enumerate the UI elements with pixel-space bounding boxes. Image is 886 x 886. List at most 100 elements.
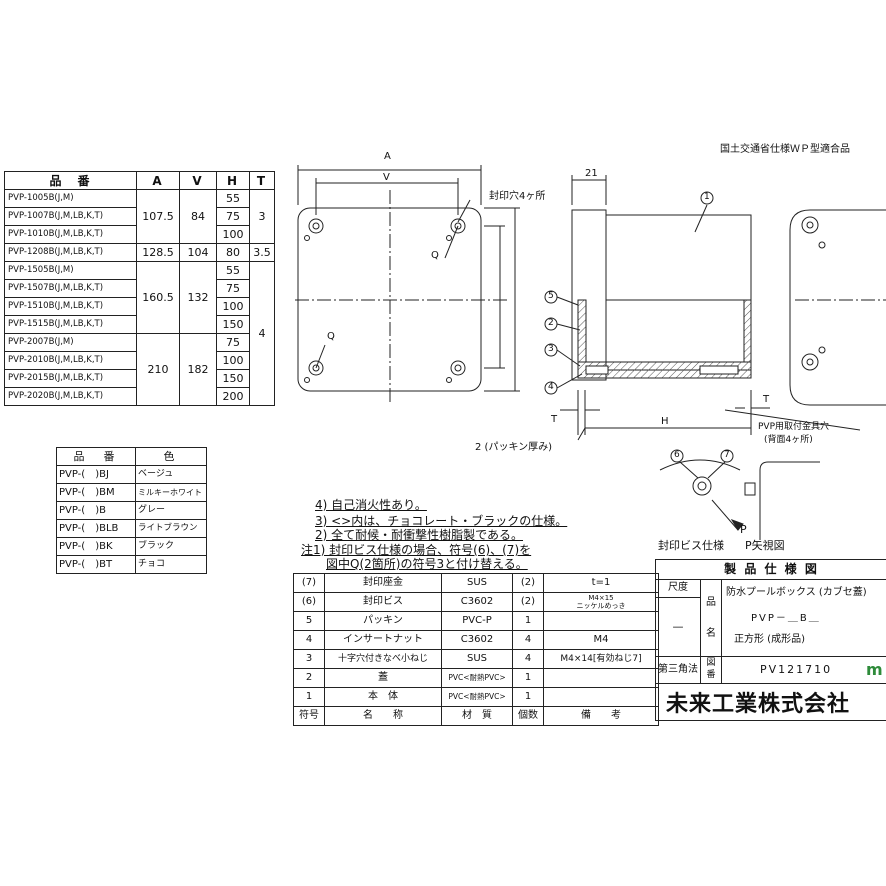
header-no: 符号 [293,706,325,726]
standard-note: 国土交通省仕様ＷＰ型適合品 [720,144,850,155]
t-cell: 3 [249,189,275,244]
part-name: インサートナット [324,630,442,650]
part-qty: (2) [512,592,544,612]
scale-value: — [656,598,701,656]
dim-a-label: A [384,151,391,162]
callout-5: 5 [548,291,554,301]
q-label-bottom: Q [327,331,335,342]
name-label-1: 品 [706,597,716,608]
lid-outline [571,209,607,381]
dim-h-label: H [661,416,669,427]
technical-drawing [295,165,886,540]
v-cell: 182 [179,333,217,406]
company-name: 未来工業株式会社 [666,692,851,717]
table-row: PVP-1510B(J,M,LB,K,T) 100 [4,297,275,316]
part-material: C3602 [441,630,513,650]
part-remark [543,668,659,688]
table-row: PVP-2015B(J,M,LB,K,T) 150 [4,369,275,388]
p-arrow-label: P [740,523,747,536]
header-material: 材 質 [441,706,513,726]
part-remark-line1: M4×15 [588,594,614,602]
table-row: PVP-1505B(J,M) 160.5 132 55 4 [4,261,275,406]
table-row: 5 パッキン PVC-P 1 [293,611,659,631]
part-no: (6) [293,592,325,612]
table-row: PVP-1007B(J,M,LB,K,T) 75 [4,207,275,226]
part-no: 5 [293,611,325,631]
part-qty: 1 [512,687,544,707]
part-remark: M4 [543,630,659,650]
note-1-cont: 図中Q(2箇所)の符号3と付け替える。 [326,557,528,571]
note-2: 2) 全て耐候・耐衝撃性樹脂製である。 [315,528,524,542]
drawing-no-label-2: 番 [706,670,716,680]
color-table-header: 品 番 色 [56,447,207,466]
t-cell: 4 [249,261,275,406]
part-qty: 4 [512,649,544,669]
scale-label: 尺度 [656,579,701,598]
callout-6: 6 [674,450,680,460]
part-material: PVC<耐熱PVC> [441,687,513,707]
model-cell: PVP-2020B(J,M,LB,K,T) [4,387,137,406]
part-material: SUS [441,573,513,593]
dimension-table: 品 番 A V H T PVP-1005B(J,M) 107.5 84 55 3… [4,171,275,406]
product-shape: 正方形 (成形品) [734,634,805,645]
screw-hole [308,218,466,376]
part-no: (7) [293,573,325,593]
note-3: 3) <>内は、チョコレート・ブラックの仕様。 [315,514,568,528]
callout-2: 2 [548,318,554,328]
h-cell: 200 [216,387,250,406]
drawing-number: PV121710 [760,663,833,676]
a-cell: 107.5 [136,189,180,244]
part-remark [543,687,659,707]
part-name: 十字穴付きなべ小ねじ [324,649,442,669]
drawing-no-label: 図 番 [701,657,722,683]
header-remark: 備 考 [543,706,659,726]
parts-table: (7) 封印座金 SUS (2) t=1 (6) 封印ビス C3602 (2) … [293,573,659,726]
part-name: パッキン [324,611,442,631]
part-material: C3602 [441,592,513,612]
table-row: 4 インサートナット C3602 4 M4 [293,630,659,650]
body-outline [605,214,752,371]
p-view-caption: P矢視図 [745,539,785,552]
part-name: 封印座金 [324,573,442,593]
part-qty: 1 [512,668,544,688]
name-label-2: 名 [706,628,716,639]
q-label-top: Q [431,250,439,261]
dim-t-left-label: T [551,414,558,425]
table-row: PVP-1515B(J,M,LB,K,T) 150 [4,315,275,334]
product-code: PVP－＿B＿ [751,613,821,624]
part-name: 蓋 [324,668,442,688]
callout-3: 3 [548,344,554,354]
mount-hole-label-2: (背面4ヶ所) [764,435,813,445]
drawing-no-label-1: 図 [706,658,716,668]
table-row: 3 十字穴付きなべ小ねじ SUS 4 M4×14[有効ねじ7] [293,649,659,669]
table-row: 1 本 体 PVC<耐熱PVC> 1 [293,687,659,707]
dim-21-label: 21 [585,168,598,179]
a-cell: 160.5 [136,261,180,334]
part-no: 4 [293,630,325,650]
part-name: 封印ビス [324,592,442,612]
part-remark [543,611,659,631]
note-4: 4) 自己消火性あり。 [315,498,427,512]
spec-title: 製 品 仕 様 図 [656,560,886,580]
divider [656,656,886,657]
note-1: 注1) 封印ビス仕様の場合、符号(6)、(7)を [301,543,532,557]
part-qty: (2) [512,573,544,593]
header-qty: 個数 [512,706,544,726]
part-name: 本 体 [324,687,442,707]
callout-7: 7 [724,450,730,460]
color-name: チョコ [135,555,207,574]
mount-hole-label: PVP用取付金具穴 [758,422,830,432]
v-cell: 84 [179,189,217,244]
projection-label: 第三角法 [656,657,701,683]
divider [656,683,886,684]
company-logo-icon: m [866,660,883,679]
table-row: PVP-1005B(J,M) 107.5 84 55 3 [4,189,275,244]
part-remark: M4×14[有効ねじ7] [543,649,659,669]
part-no: 3 [293,649,325,669]
part-no: 1 [293,687,325,707]
